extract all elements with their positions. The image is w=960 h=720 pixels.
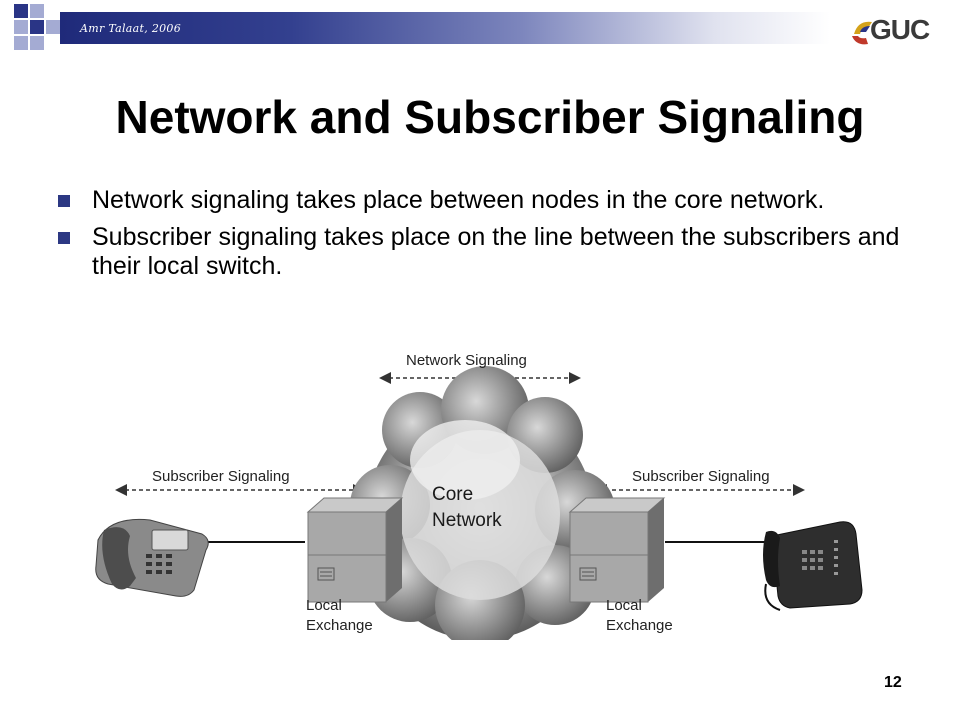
- local-exchange-label-right: Local Exchange: [606, 596, 673, 636]
- bullet-item: Network signaling takes place between no…: [56, 186, 916, 215]
- subscriber-signaling-label-right: Subscriber Signaling: [632, 468, 770, 485]
- bullet-square-icon: [58, 232, 70, 244]
- header-square-decoration: [30, 4, 44, 18]
- bullet-list: Network signaling takes place between no…: [56, 186, 916, 289]
- author-credit: Amr Talaat, 2006: [80, 22, 182, 35]
- diagram-graphics: [95, 366, 863, 640]
- local-exchange-icon-left: [306, 497, 404, 603]
- core-label-line1: Core: [432, 484, 474, 505]
- header-square-decoration: [14, 4, 28, 18]
- bullet-text: Subscriber signaling takes place on the …: [92, 223, 900, 280]
- exchange-label-line1: Local: [606, 597, 642, 614]
- exchange-label-line2: Exchange: [306, 617, 373, 634]
- header-gradient-bar: [60, 12, 830, 44]
- local-exchange-icon-right: [568, 497, 666, 603]
- network-signaling-label: Network Signaling: [406, 352, 527, 369]
- exchange-label-line1: Local: [306, 597, 342, 614]
- core-network-cloud-icon: [350, 366, 615, 640]
- signaling-diagram: Network Signaling Subscriber Signaling S…: [90, 340, 880, 640]
- telephone-icon-right: [763, 521, 863, 611]
- bullet-square-icon: [58, 195, 70, 207]
- core-label-line2: Network: [432, 510, 502, 531]
- guc-logo-icon: [852, 21, 872, 45]
- guc-logo-text: GUC: [870, 14, 930, 45]
- header-square-decoration: [46, 20, 60, 34]
- bullet-item: Subscriber signaling takes place on the …: [56, 223, 916, 281]
- local-exchange-label-left: Local Exchange: [306, 596, 373, 636]
- subscriber-signaling-label-left: Subscriber Signaling: [152, 468, 290, 485]
- exchange-label-line2: Exchange: [606, 617, 673, 634]
- header-square-decoration: [30, 20, 44, 34]
- core-network-label: Core Network: [432, 482, 502, 534]
- header-square-decoration: [14, 36, 28, 50]
- header-square-decoration: [30, 36, 44, 50]
- bullet-text: Network signaling takes place between no…: [92, 186, 825, 214]
- telephone-icon-left: [95, 518, 209, 597]
- header-band: Amr Talaat, 2006: [0, 0, 960, 62]
- slide-title: Network and Subscriber Signaling: [115, 91, 865, 143]
- header-square-decoration: [14, 20, 28, 34]
- page-number: 12: [884, 674, 902, 691]
